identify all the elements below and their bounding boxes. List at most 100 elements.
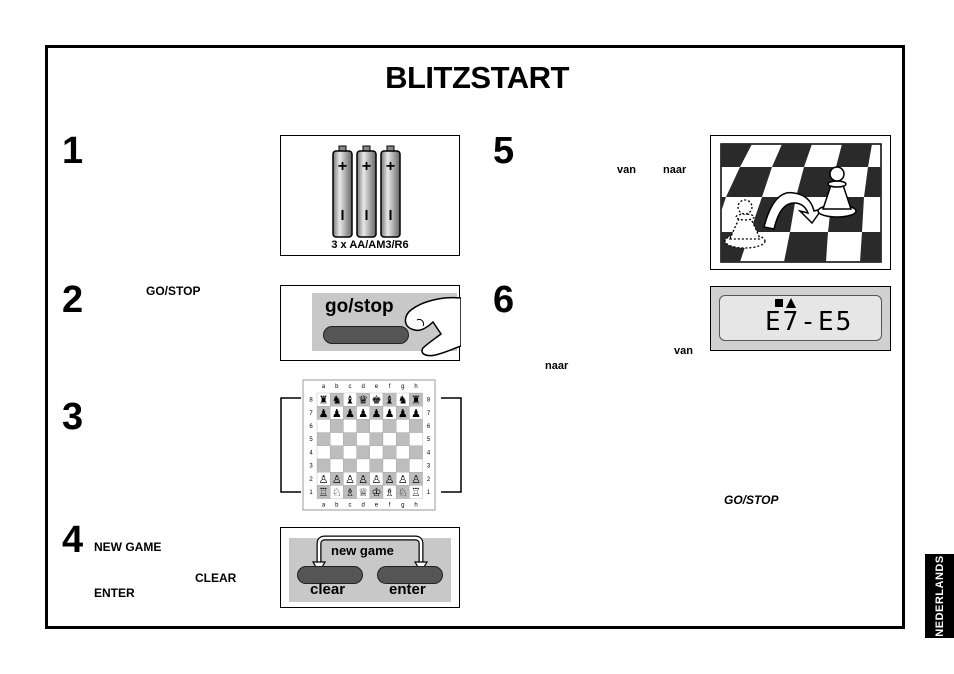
board-square[interactable] <box>369 445 384 460</box>
step-4-key-enter: ENTER <box>94 586 135 600</box>
board-square[interactable] <box>396 458 410 473</box>
white-pawn-icon: ♙ <box>371 473 381 486</box>
lcd-panel: E7-E5 <box>710 286 891 351</box>
board-square[interactable] <box>409 485 423 499</box>
board-square[interactable] <box>356 432 370 446</box>
step-2-key-go-stop: GO/STOP <box>146 284 201 298</box>
board-square[interactable] <box>330 458 344 473</box>
black-piece-icon: ♞ <box>332 394 342 407</box>
board-square[interactable] <box>316 419 331 433</box>
rank-label: 8 <box>427 398 431 404</box>
white-pawn-icon: ♙ <box>385 473 395 486</box>
step-6-number: 6 <box>493 279 515 321</box>
board-square[interactable] <box>330 419 344 433</box>
black-piece-icon: ♚ <box>371 394 381 407</box>
file-label: f <box>389 503 391 509</box>
board-square[interactable] <box>382 419 397 433</box>
board-square[interactable] <box>330 445 344 460</box>
clear-button[interactable] <box>297 566 363 584</box>
file-label: d <box>362 503 365 509</box>
step-5-naar: naar <box>663 164 687 176</box>
board-square[interactable] <box>382 445 397 460</box>
svg-text:+: + <box>338 158 347 175</box>
black-piece-icon: ♜ <box>319 394 329 407</box>
board-square[interactable] <box>330 432 344 446</box>
enter-button[interactable] <box>377 566 443 584</box>
white-pawn-icon: ♙ <box>358 473 368 486</box>
rank-label: 4 <box>427 450 431 456</box>
lcd-move-display: E7-E5 <box>765 307 854 337</box>
board-square[interactable] <box>409 445 423 460</box>
battery-caption: 3 x AA/AM3/R6 <box>331 239 409 251</box>
svg-text:+: + <box>386 158 395 175</box>
white-piece-icon: ♘ <box>398 486 408 499</box>
file-label: c <box>349 503 352 509</box>
white-piece-icon: ♗ <box>385 486 395 499</box>
board-square[interactable] <box>343 445 357 460</box>
rank-label: 1 <box>309 490 313 496</box>
board-square[interactable] <box>396 445 410 460</box>
file-label: g <box>401 503 404 509</box>
white-pawn-icon: ♙ <box>319 473 329 486</box>
language-tab-label: NEDERLANDS <box>933 555 946 637</box>
file-label: c <box>349 384 352 390</box>
file-label: g <box>401 384 404 390</box>
board-square[interactable] <box>343 458 357 473</box>
rank-label: 7 <box>309 411 313 417</box>
board-square[interactable] <box>343 432 357 446</box>
black-piece-icon: ♛ <box>358 394 368 407</box>
new-game-label: new game <box>331 543 394 558</box>
board-square[interactable] <box>369 432 384 446</box>
board-square[interactable] <box>316 445 331 460</box>
white-piece-icon: ♖ <box>319 486 329 499</box>
board-square[interactable] <box>382 458 397 473</box>
step-1-number: 1 <box>62 130 84 172</box>
page-frame <box>45 45 905 629</box>
file-label: d <box>362 384 365 390</box>
rank-label: 3 <box>427 464 431 470</box>
black-pawn-icon: ♟ <box>345 407 355 420</box>
file-label: f <box>389 384 391 390</box>
rank-label: 6 <box>427 424 431 430</box>
board-square[interactable] <box>356 445 370 460</box>
rank-label: 2 <box>309 477 313 483</box>
black-pawn-icon: ♟ <box>319 407 329 420</box>
rank-label: 2 <box>427 477 431 483</box>
new-game-panel: new game clear enter <box>280 527 460 608</box>
board-square[interactable] <box>316 458 331 473</box>
pawn-indicator-icon <box>786 298 796 308</box>
rank-label: 5 <box>309 437 313 443</box>
board-square[interactable] <box>409 419 423 433</box>
board-square[interactable] <box>369 458 384 473</box>
page-title: BLITZSTART <box>385 60 569 95</box>
step-4-key-new-game: NEW GAME <box>94 540 162 554</box>
black-pawn-icon: ♟ <box>411 407 421 420</box>
go-stop-button[interactable] <box>323 326 409 344</box>
move-illustration-panel <box>710 135 891 270</box>
clear-label: clear <box>310 581 346 598</box>
pawn-move-illustration <box>720 143 882 263</box>
board-square[interactable] <box>382 432 397 446</box>
black-piece-icon: ♜ <box>411 394 421 407</box>
black-piece-icon: ♝ <box>345 394 355 407</box>
step-5-van: van <box>617 164 636 176</box>
step-4-key-clear: CLEAR <box>195 571 237 585</box>
board-square[interactable] <box>316 432 331 446</box>
board-square[interactable] <box>356 458 370 473</box>
white-piece-icon: ♔ <box>371 486 381 499</box>
step-6-van: van <box>674 345 693 357</box>
black-pawn-icon: ♟ <box>358 407 368 420</box>
rank-label: 4 <box>309 450 313 456</box>
board-square[interactable] <box>409 458 423 473</box>
board-square[interactable] <box>396 432 410 446</box>
board-square[interactable] <box>369 419 384 433</box>
board-square[interactable] <box>396 419 410 433</box>
board-square[interactable] <box>356 419 370 433</box>
rank-label: 3 <box>309 464 313 470</box>
black-pawn-icon: ♟ <box>371 407 381 420</box>
file-label: a <box>322 384 326 390</box>
board-square[interactable] <box>409 432 423 446</box>
board-square[interactable] <box>343 419 357 433</box>
white-piece-icon: ♕ <box>358 486 368 499</box>
black-piece-icon: ♞ <box>398 394 408 407</box>
